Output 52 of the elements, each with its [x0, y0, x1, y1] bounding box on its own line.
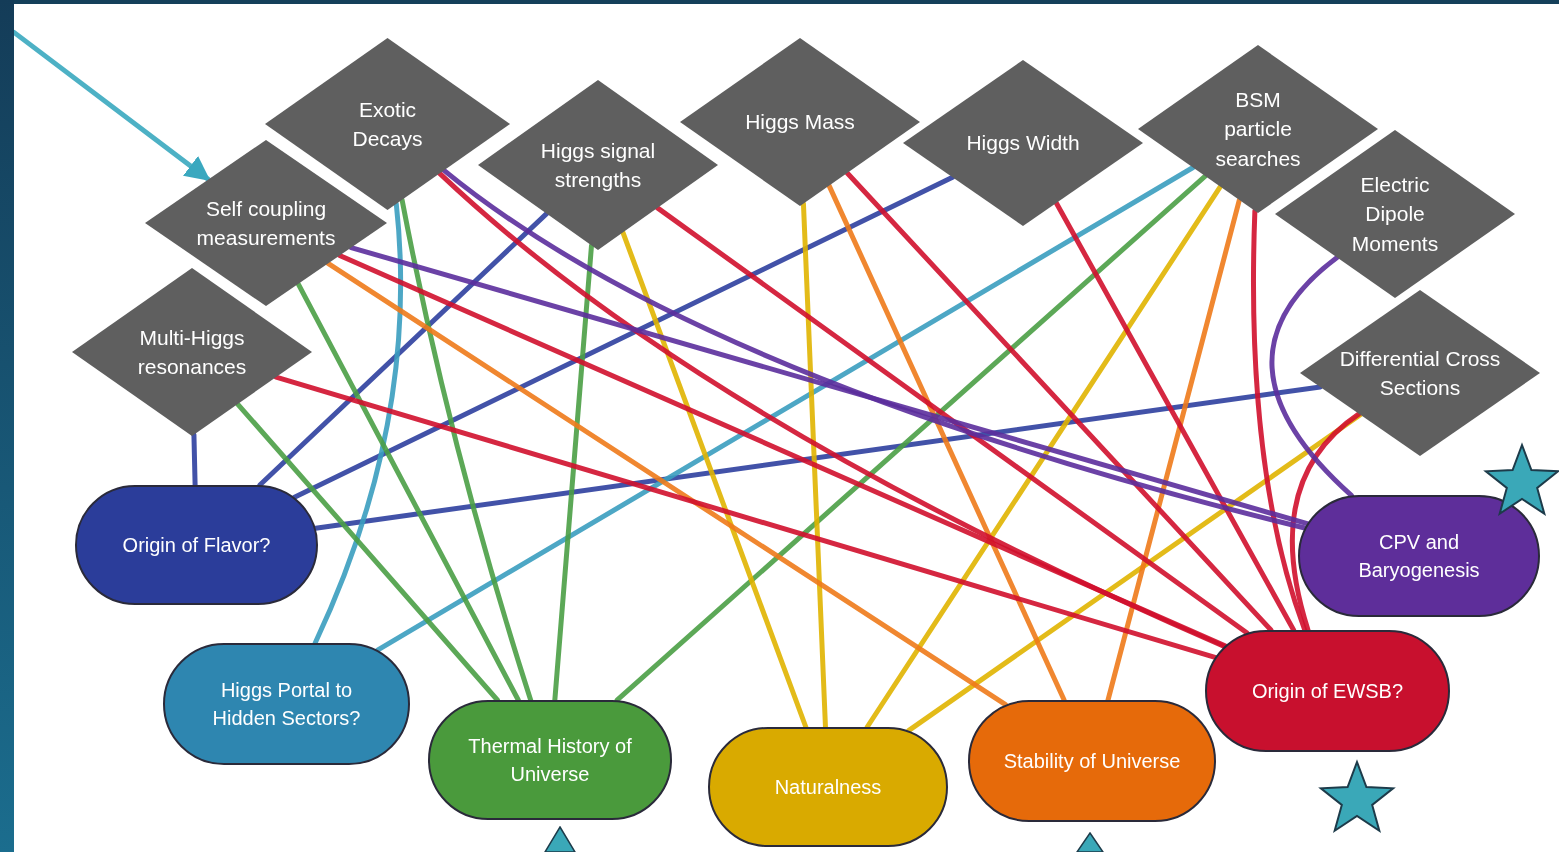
connector-line	[844, 170, 1274, 633]
node-label: Higgs Mass	[745, 109, 855, 136]
node-label: CPV and Baryogenesis	[1357, 530, 1481, 583]
node-label: Origin of EWSB?	[1251, 679, 1404, 704]
node-label: Origin of Flavor?	[122, 533, 271, 558]
connector-line	[1105, 197, 1242, 703]
connector-line	[1269, 254, 1354, 498]
diamond-node	[903, 60, 1143, 226]
connector-line	[191, 432, 198, 488]
connector-line	[620, 229, 809, 730]
connector-line	[1053, 200, 1297, 633]
connector-line	[291, 174, 956, 500]
connector-line	[325, 260, 1009, 708]
connector-line	[552, 242, 594, 703]
connector-line	[295, 281, 521, 703]
node-label: Higgs Width	[966, 130, 1080, 157]
connector-line	[11, 29, 211, 182]
connector-line	[864, 184, 1223, 730]
topic-pill	[1205, 630, 1450, 752]
node-label: Higgs Portal to Hidden Sectors?	[211, 678, 362, 731]
diamond-node	[478, 80, 718, 250]
connector-line	[399, 197, 534, 703]
node-label: Multi-Higgs resonances	[136, 324, 248, 380]
connector-line	[348, 245, 1310, 527]
node-label: Self coupling measurements	[195, 195, 337, 251]
topic-pill	[1298, 495, 1540, 617]
node-label: Naturalness	[774, 775, 882, 800]
node-label: Higgs signal strengths	[539, 137, 657, 193]
connector-line	[235, 401, 500, 703]
node-label: Thermal History of Universe	[467, 734, 633, 787]
node-label: Electric Dipole Moments	[1350, 171, 1440, 257]
connector-line	[1289, 411, 1362, 633]
connector-line	[257, 211, 550, 488]
node-label: BSM particle searches	[1214, 86, 1302, 172]
node-label: Differential Cross Sections	[1338, 345, 1502, 401]
connector-line	[826, 183, 1067, 703]
connector-line	[312, 201, 404, 646]
diamond-node	[1300, 290, 1540, 456]
connector-line	[1251, 208, 1308, 633]
diamond-node	[72, 268, 312, 436]
triangle-marker	[544, 826, 576, 852]
connector-line	[337, 252, 1228, 649]
connector-line	[313, 384, 1323, 531]
node-label: Exotic Decays	[351, 96, 424, 152]
triangle-marker	[1076, 832, 1104, 852]
diamond-node	[680, 38, 920, 206]
connector-line	[614, 173, 1208, 703]
connector-line	[800, 201, 828, 730]
node-label: Stability of Universe	[1003, 749, 1181, 774]
topic-pill	[75, 485, 318, 605]
connector-line	[273, 374, 1218, 660]
connector-line	[441, 167, 1308, 531]
